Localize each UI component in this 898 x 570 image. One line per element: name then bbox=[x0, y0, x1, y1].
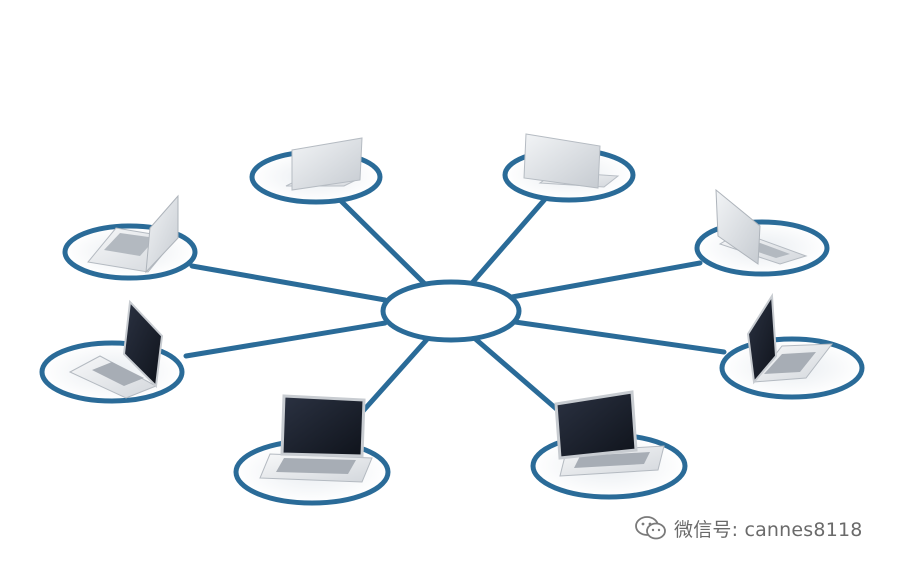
laptop-lid-back bbox=[145, 194, 179, 274]
link-7 bbox=[352, 333, 433, 423]
laptop-screen bbox=[122, 299, 164, 389]
laptop-screen bbox=[746, 292, 778, 385]
laptop-2 bbox=[523, 133, 620, 189]
link-5 bbox=[183, 320, 388, 359]
link-3 bbox=[189, 263, 388, 303]
link-1 bbox=[337, 197, 429, 288]
connection-lines bbox=[183, 195, 727, 423]
laptop-lid-back bbox=[523, 133, 601, 189]
laptop-8 bbox=[554, 390, 665, 477]
laptop-5 bbox=[68, 299, 164, 399]
laptop-screen bbox=[554, 390, 638, 460]
laptop-screen bbox=[280, 394, 366, 458]
link-4 bbox=[509, 260, 703, 300]
laptop-3 bbox=[87, 194, 179, 274]
laptop-7 bbox=[259, 394, 373, 483]
link-2 bbox=[469, 195, 549, 286]
laptop-1 bbox=[285, 137, 363, 191]
laptop-6 bbox=[746, 292, 834, 385]
link-8 bbox=[469, 333, 563, 415]
laptop-4 bbox=[715, 188, 808, 265]
link-6 bbox=[512, 319, 727, 355]
wechat-icon bbox=[635, 516, 666, 540]
central-hub bbox=[380, 279, 522, 343]
watermark: 微信号: cannes8118 bbox=[634, 514, 863, 542]
laptop-lid-back bbox=[715, 188, 761, 265]
laptop-lid-back bbox=[291, 137, 363, 191]
watermark-text: 微信号: cannes8118 bbox=[674, 518, 863, 541]
